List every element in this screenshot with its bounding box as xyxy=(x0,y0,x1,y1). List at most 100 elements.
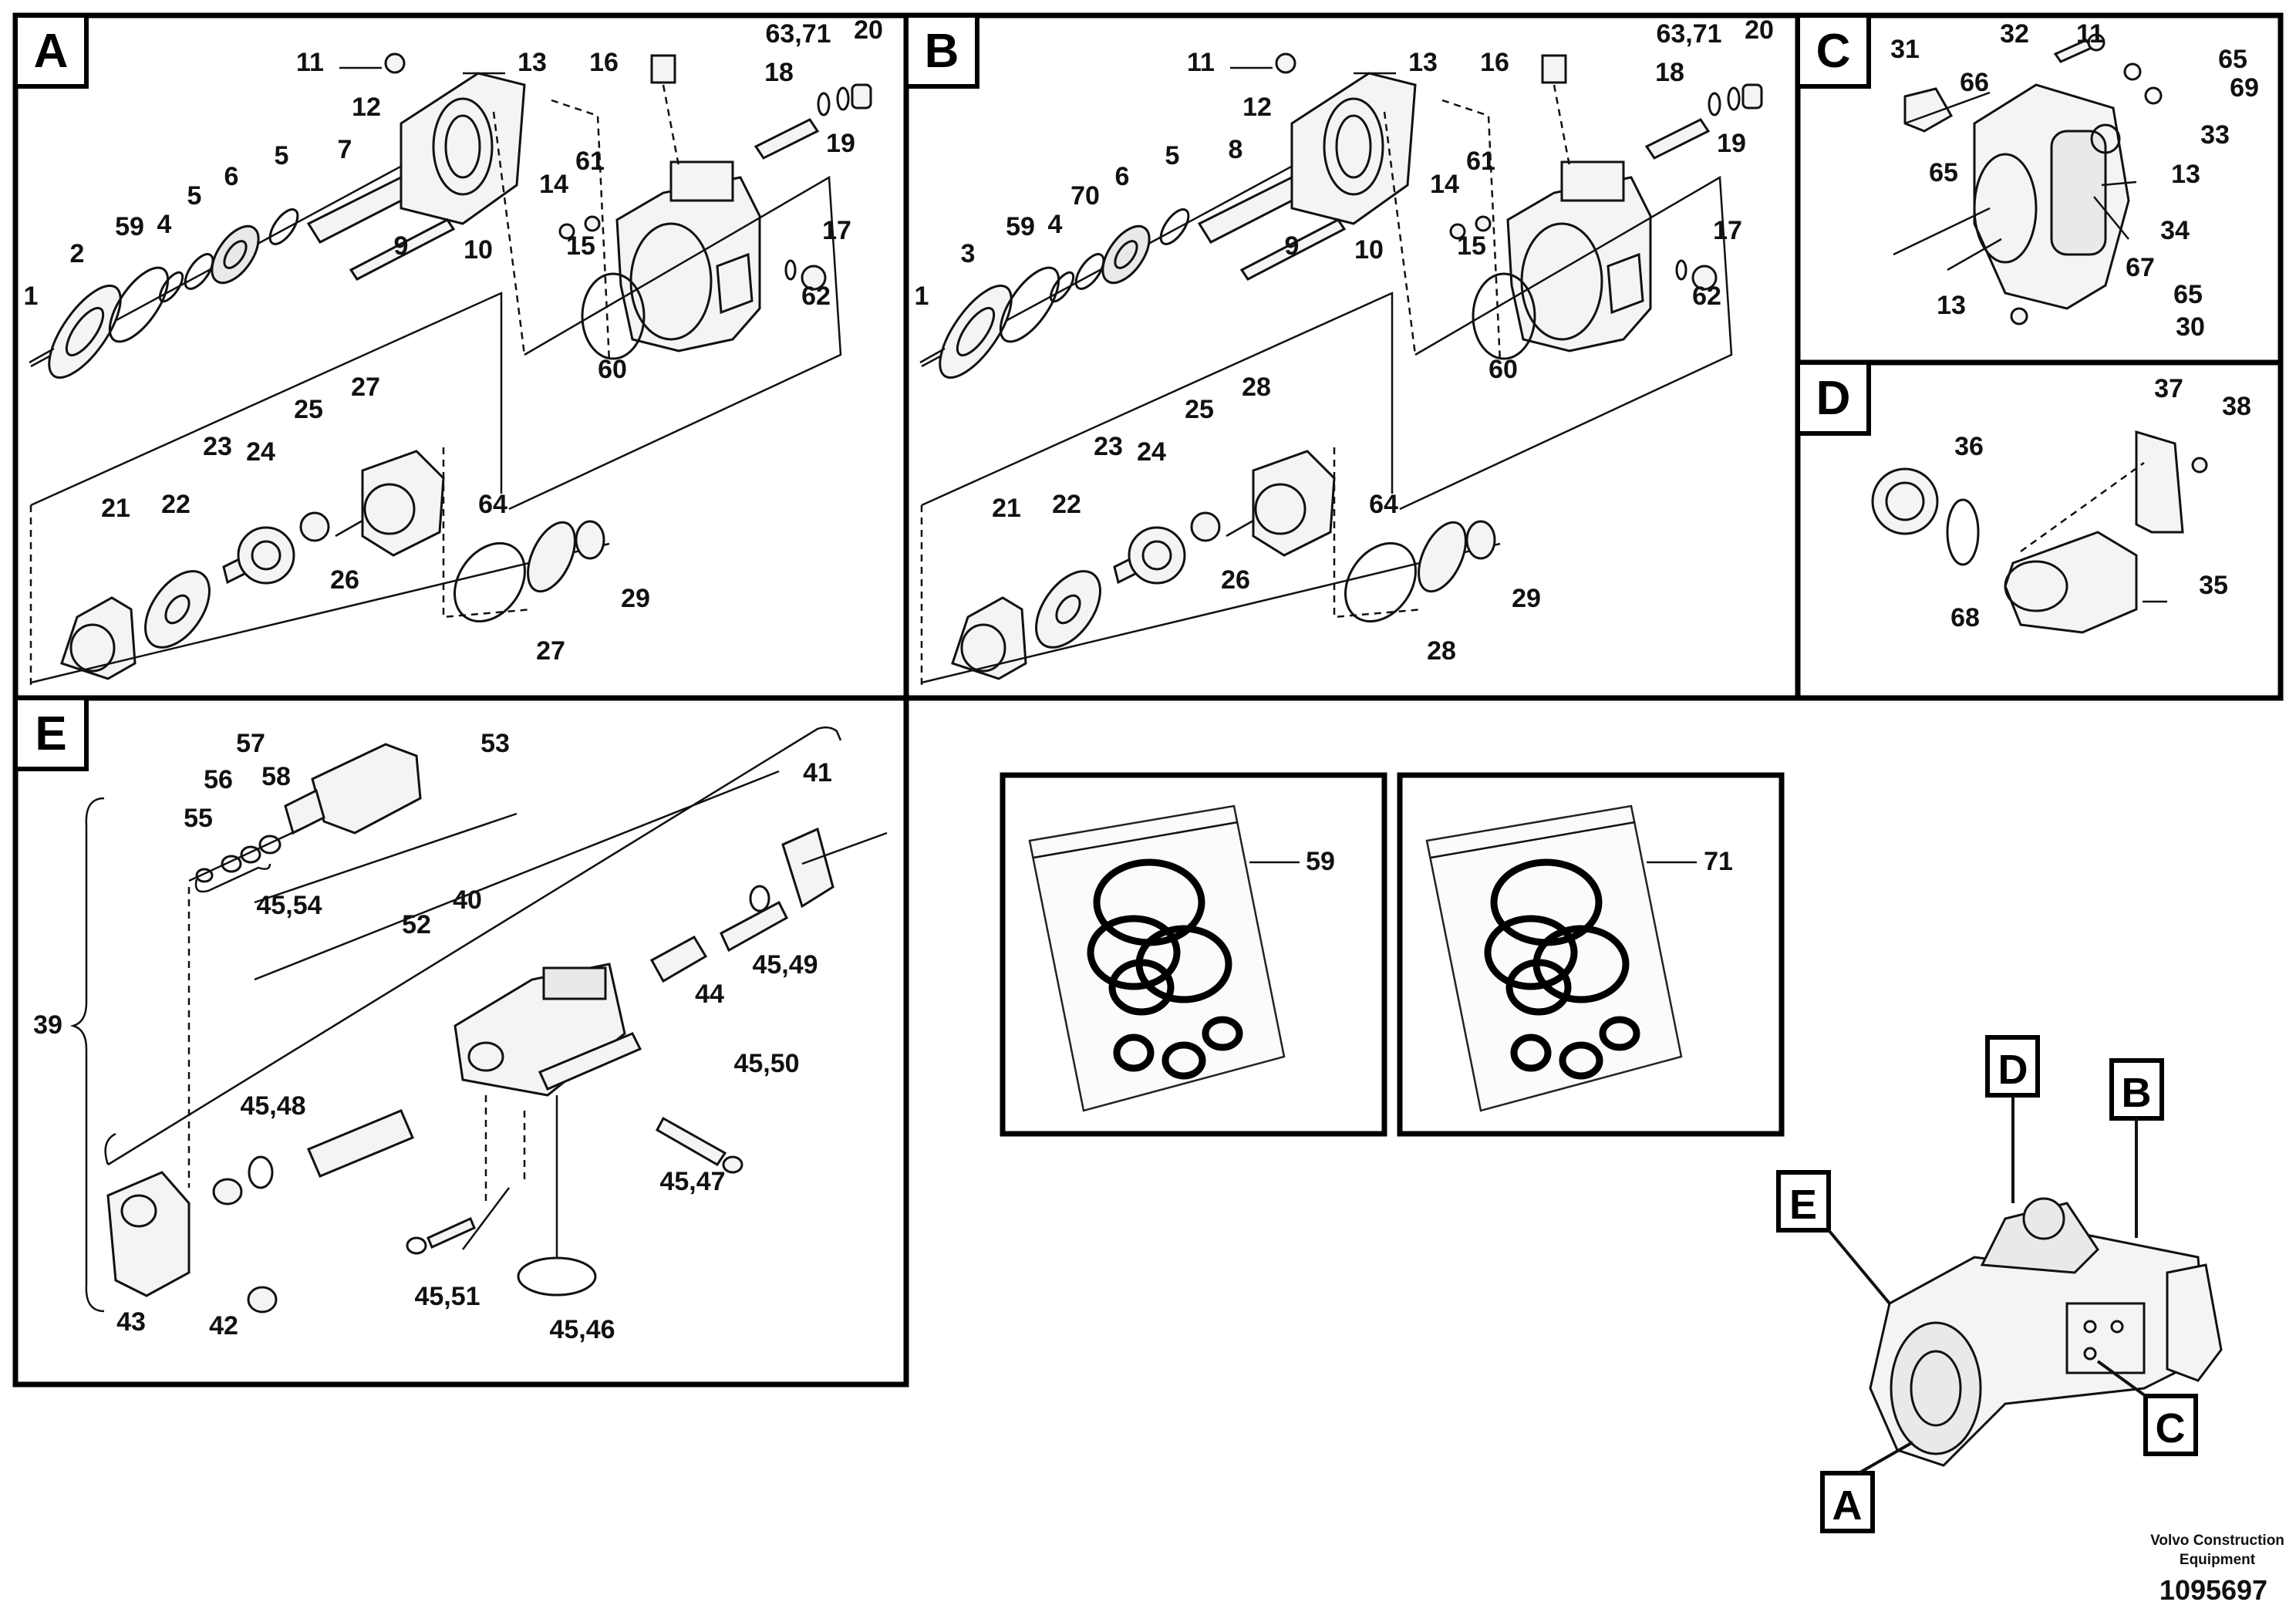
panel-b-part-label: 23 xyxy=(1094,432,1123,461)
panel-d-artwork xyxy=(1871,430,2208,634)
overview-callout-c-text: C xyxy=(2156,1405,2186,1452)
panel-letter-b[interactable]: B xyxy=(904,13,979,89)
panel-e-part-label: 56 xyxy=(204,765,233,794)
panel-b-part-label: 25 xyxy=(1185,395,1214,424)
panel-c-part-label: 66 xyxy=(1960,68,1989,97)
overview-callout-c[interactable]: C xyxy=(2096,1360,2198,1456)
panel-a-part-label: 7 xyxy=(338,135,352,164)
panel-letter-d-text: D xyxy=(1816,372,1851,425)
kit-label-59: 59 xyxy=(1306,847,1335,876)
panel-b-part-label: 16 xyxy=(1480,48,1509,77)
panel-b-part-label: 9 xyxy=(1285,231,1300,261)
panel-a-part-label: 15 xyxy=(566,231,595,261)
panel-a-part-label: 10 xyxy=(464,235,493,265)
panel-a-part-label: 63,71 xyxy=(765,19,831,49)
panel-a-artwork xyxy=(29,52,872,686)
panel-e-part-label: 45,46 xyxy=(549,1315,615,1344)
kit-label-71: 71 xyxy=(1704,847,1733,876)
panel-a-part-label: 64 xyxy=(478,490,507,519)
footer: Volvo Construction Equipment 1095697 xyxy=(2150,1533,2284,1606)
panel-c-part-label: 13 xyxy=(2171,160,2200,189)
panel-b-part-label: 22 xyxy=(1052,490,1081,519)
panel-a-part-label: 19 xyxy=(826,129,855,158)
panel-e-part-label: 45,50 xyxy=(733,1049,799,1078)
panel-a-part-label: 59 xyxy=(115,212,144,241)
panel-b-part-label: 19 xyxy=(1717,129,1746,158)
overview-callout-d[interactable]: D xyxy=(1985,1035,2040,1203)
panel-b-part-label: 70 xyxy=(1070,181,1100,211)
panel-d-part-label: 37 xyxy=(2154,374,2183,403)
panel-e-part-label: 41 xyxy=(803,758,832,787)
panel-e-part-label: 58 xyxy=(261,762,291,791)
panel-b-part-label: 61 xyxy=(1466,147,1495,176)
panel-letter-d[interactable]: D xyxy=(1795,360,1871,436)
panel-b-part-label: 60 xyxy=(1489,355,1518,384)
panel-letter-e-text: E xyxy=(35,707,66,760)
panel-b-part-label: 11 xyxy=(1187,48,1215,77)
panel-b-part-label: 21 xyxy=(992,494,1021,523)
panel-a-part-label: 14 xyxy=(539,170,568,199)
panel-a-part-label: 13 xyxy=(518,48,547,77)
panel-b-part-label: 63,71 xyxy=(1656,19,1721,49)
panel-c-part-label: 65 xyxy=(2173,280,2203,309)
overview-callout-b[interactable]: B xyxy=(2109,1058,2164,1238)
panel-letter-c[interactable]: C xyxy=(1795,13,1871,89)
panel-letter-c-text: C xyxy=(1816,25,1851,78)
panel-letter-e[interactable]: E xyxy=(13,696,89,771)
panel-a-part-label: 4 xyxy=(157,210,172,239)
footer-drawing-number: 1095697 xyxy=(2159,1574,2267,1606)
panel-a-part-label: 27 xyxy=(351,373,380,402)
panel-b-part-label: 5 xyxy=(1165,141,1180,170)
panel-b-part-label: 64 xyxy=(1369,490,1398,519)
panel-a-part-label: 18 xyxy=(764,58,794,87)
panel-e-part-label: 45,48 xyxy=(240,1091,305,1121)
overview-callout-a[interactable]: A xyxy=(1820,1441,1913,1533)
panel-d-part-label: 68 xyxy=(1950,603,1980,632)
panel-a-part-label: 1 xyxy=(24,282,39,311)
panel-b-part-label: 62 xyxy=(1692,282,1721,311)
panel-a-part-label: 21 xyxy=(101,494,130,523)
panel-c-part-label: 31 xyxy=(1890,35,1920,64)
panel-b-part-label: 13 xyxy=(1408,48,1438,77)
panel-a-part-label: 25 xyxy=(294,395,323,424)
panel-b-part-label: 3 xyxy=(961,239,976,268)
panel-b-part-label: 28 xyxy=(1427,636,1456,666)
panel-e-part-label: 52 xyxy=(402,910,431,939)
overview-callout-a-text: A xyxy=(1832,1482,1863,1529)
panel-e-part-label: 57 xyxy=(236,729,265,758)
panel-a-part-label: 27 xyxy=(536,636,565,666)
panel-b-part-label: 6 xyxy=(1115,162,1130,191)
overview-callout-e[interactable]: E xyxy=(1776,1170,1891,1305)
panel-b-part-label: 8 xyxy=(1229,135,1243,164)
panel-b-part-label: 18 xyxy=(1655,58,1684,87)
panel-a-part-label: 23 xyxy=(203,432,232,461)
panel-e-part-label: 43 xyxy=(116,1307,146,1337)
panel-a-part-label: 12 xyxy=(352,93,381,122)
panel-b-part-label: 15 xyxy=(1457,231,1486,261)
panel-a-part-label: 62 xyxy=(801,282,831,311)
panel-c-part-label: 65 xyxy=(1929,158,1958,187)
panel-b-part-label: 14 xyxy=(1430,170,1459,199)
panel-a-part-label: 22 xyxy=(161,490,190,519)
panel-c-part-label: 33 xyxy=(2200,120,2230,150)
panel-e-artwork xyxy=(69,726,888,1313)
panel-b-part-label: 10 xyxy=(1354,235,1384,265)
panel-letter-a[interactable]: A xyxy=(13,13,89,89)
panel-c-part-label: 30 xyxy=(2176,312,2205,342)
panel-c-part-label: 11 xyxy=(2076,19,2104,49)
panel-a-part-label: 2 xyxy=(70,239,85,268)
kit-box-59[interactable]: 59 xyxy=(1000,772,1387,1137)
panel-e-part-label: 40 xyxy=(453,885,482,915)
panel-c-part-label: 65 xyxy=(2218,45,2247,74)
panel-c-artwork xyxy=(1893,33,2163,325)
panel-c-part-label: 32 xyxy=(2000,19,2029,49)
panel-e-part-label: 55 xyxy=(184,804,213,833)
overview-assembly xyxy=(1869,1197,2223,1467)
panel-a-part-label: 29 xyxy=(621,584,650,613)
panel-a-part-label: 5 xyxy=(275,141,289,170)
panel-b-part-label: 28 xyxy=(1242,373,1271,402)
panel-a-part-label: 5 xyxy=(187,181,202,211)
kit-box-71[interactable]: 71 xyxy=(1397,772,1785,1137)
panel-b-part-label: 17 xyxy=(1713,216,1742,245)
